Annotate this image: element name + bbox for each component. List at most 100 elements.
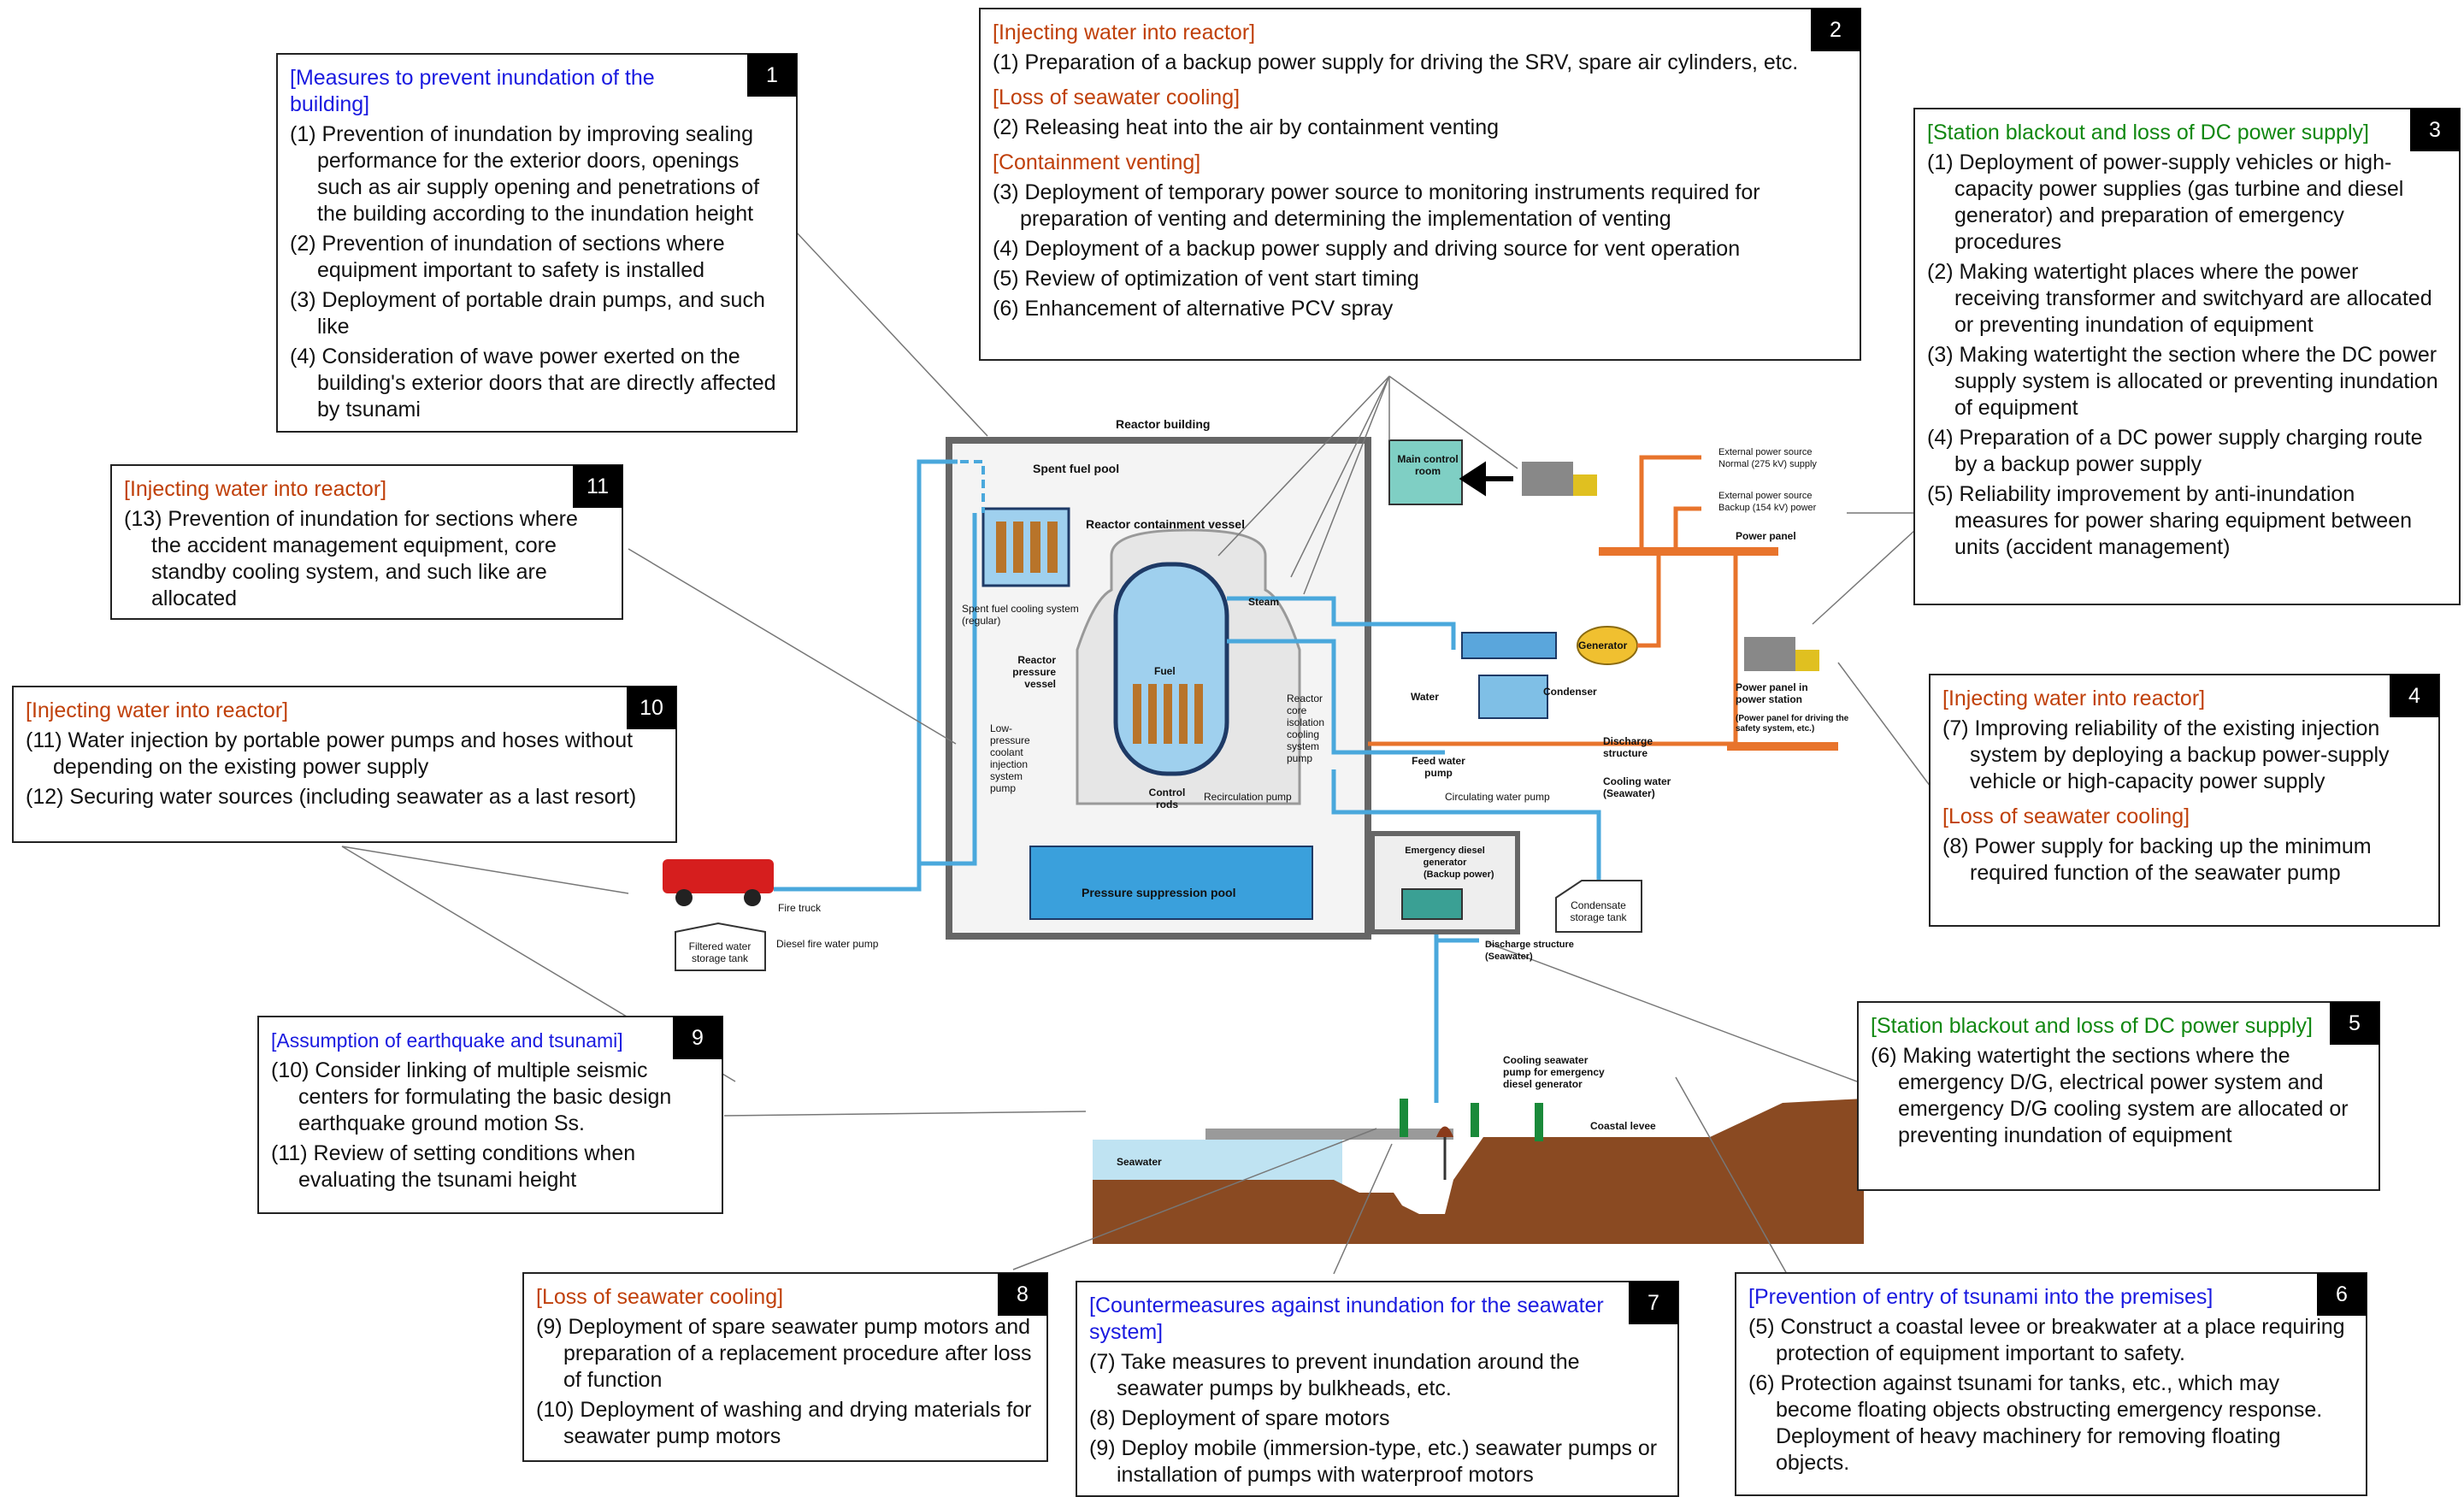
- label-discharge-seawater: Discharge structure (Seawater): [1485, 940, 1574, 962]
- power-panel-bar: [1599, 547, 1778, 556]
- spent-fuel-rod: [1030, 522, 1040, 573]
- section-title: [Containment venting]: [993, 150, 1201, 174]
- list-item: (5) Review of optimization of vent start…: [993, 267, 1419, 291]
- section-title: [Assumption of earthquake and tsunami]: [271, 1029, 623, 1052]
- callout-number: 7: [1629, 1282, 1678, 1324]
- fuel-rod: [1164, 684, 1172, 744]
- pressure-suppression-pool-shape: [1029, 846, 1313, 920]
- list-item: (11) Water injection by portable power p…: [26, 728, 634, 779]
- callout-number: 10: [627, 687, 676, 729]
- callout-box-8: 8 [Loss of seawater cooling] (9) Deploym…: [522, 1272, 1048, 1462]
- spent-fuel-rods: [996, 522, 1058, 573]
- power-line-backup: [1673, 506, 1701, 556]
- power-line-gen: [1637, 556, 1661, 648]
- leader-6: [1675, 1076, 1788, 1275]
- truck-cargo: [1522, 462, 1573, 496]
- section-title: [Loss of seawater cooling]: [536, 1285, 784, 1309]
- main-control-room-shape: [1388, 439, 1463, 505]
- fire-truck-wheel: [675, 889, 693, 906]
- section-title: [Prevention of entry of tsunami into the…: [1748, 1285, 2213, 1309]
- ground: [1093, 1099, 1864, 1244]
- list-item: (9) Deploy mobile (immersion-type, etc.)…: [1089, 1436, 1658, 1487]
- section-title: [Injecting water into reactor]: [1942, 687, 2206, 710]
- label-power-panel: Power panel: [1736, 530, 1796, 542]
- label-feed-water-pump: Feed water pump: [1412, 755, 1465, 779]
- list-item: (6) Enhancement of alternative PCV spray: [993, 297, 1394, 321]
- section-title: [Countermeasures against inundation for …: [1089, 1294, 1604, 1344]
- leader-4: [1837, 662, 1931, 787]
- list-item: (4) Deployment of a backup power supply …: [993, 237, 1741, 261]
- callout-number: 5: [2330, 1002, 2379, 1045]
- list-item: (10) Consider linking of multiple seismi…: [271, 1058, 672, 1135]
- leader-2d: [1388, 375, 1518, 469]
- leader-11: [628, 548, 957, 745]
- callout-box-5: 5 [Station blackout and loss of DC power…: [1857, 1001, 2380, 1191]
- label-steam: Steam: [1248, 596, 1280, 608]
- list-item: (8) Power supply for backing up the mini…: [1942, 834, 2372, 885]
- leader-5: [1487, 942, 1858, 1082]
- label-power-panel-station: Power panel in power station: [1736, 681, 1808, 705]
- list-item: (4) Preparation of a DC power supply cha…: [1927, 426, 2423, 476]
- callout-number: 1: [747, 54, 797, 97]
- callout-box-2: 2 [Injecting water into reactor] (1) Pre…: [979, 8, 1861, 361]
- callout-box-1: 1 [Measures to prevent inundation of the…: [276, 53, 798, 433]
- coastal-levee-wall: [1535, 1103, 1543, 1141]
- leader-2b: [1303, 375, 1390, 595]
- list-item: (3) Deployment of temporary power source…: [993, 180, 1760, 231]
- callout-box-11: 11 [Injecting water into reactor] (13) P…: [110, 464, 623, 620]
- fuel-rod: [1133, 684, 1141, 744]
- label-circulating-pump: Circulating water pump: [1445, 791, 1550, 803]
- label-reactor-building: Reactor building: [1116, 417, 1211, 431]
- spent-fuel-rod: [1013, 522, 1023, 573]
- list-item: (1) Preparation of a backup power supply…: [993, 50, 1799, 74]
- label-fire-truck: Fire truck: [778, 902, 822, 914]
- list-item: (12) Securing water sources (including s…: [26, 785, 637, 809]
- list-item: (2) Making watertight places where the p…: [1927, 260, 2432, 337]
- list-item: (1) Deployment of power-supply vehicles …: [1927, 150, 2404, 254]
- list-item: (5) Construct a coastal levee or breakwa…: [1748, 1315, 2345, 1365]
- pipe-injection: [919, 513, 977, 866]
- condenser-shape: [1478, 675, 1548, 719]
- label-filtered-tank: Filtered water storage tank: [688, 940, 752, 964]
- callout-number: 6: [2317, 1273, 2367, 1316]
- label-main-control-room: Main control room: [1397, 453, 1459, 477]
- label-rcic-pump: Reactor core isolation cooling system pu…: [1287, 693, 1325, 764]
- label-condensate-tank: Condensate storage tank: [1570, 899, 1627, 923]
- pipe-fire-line: [774, 459, 958, 892]
- label-discharge-structure: Discharge structure: [1603, 735, 1653, 759]
- list-item: (11) Review of setting conditions when e…: [271, 1141, 636, 1192]
- condensate-tank-shape: [1555, 880, 1642, 933]
- pipe-steam: [1227, 596, 1456, 650]
- fire-truck-body: [663, 859, 774, 893]
- list-item: (5) Reliability improvement by anti-inun…: [1927, 482, 2413, 559]
- list-item: (2) Releasing heat into the air by conta…: [993, 115, 1500, 139]
- truck-cab: [1573, 474, 1597, 496]
- section-title: [Measures to prevent inundation of the b…: [290, 66, 655, 116]
- list-item: (4) Consideration of wave power exerted …: [290, 345, 776, 421]
- list-item: (7) Improving reliability of the existin…: [1942, 716, 2390, 793]
- pipe-dashed-spare: [919, 460, 985, 513]
- callout-number: 4: [2390, 675, 2439, 717]
- label-spent-fuel-pool: Spent fuel pool: [1033, 462, 1120, 475]
- label-fuel: Fuel: [1154, 665, 1176, 677]
- spent-fuel-rod: [996, 522, 1006, 573]
- list-item: (8) Deployment of spare motors: [1089, 1406, 1390, 1430]
- label-water: Water: [1411, 691, 1439, 703]
- pipe-condensate: [1331, 769, 1601, 898]
- list-item: (7) Take measures to prevent inundation …: [1089, 1350, 1580, 1400]
- power-panel-station-bar: [1727, 742, 1838, 751]
- power-supply-truck-1: [1522, 462, 1597, 496]
- callout-number: 3: [2410, 109, 2460, 151]
- fire-truck-shape: [663, 859, 774, 906]
- callout-number: 8: [998, 1273, 1047, 1316]
- label-seawater: Seawater: [1117, 1156, 1162, 1168]
- leader-8: [1012, 1128, 1377, 1270]
- fuel-rod: [1194, 684, 1203, 744]
- list-item: (1) Prevention of inundation by improvin…: [290, 122, 760, 226]
- label-diesel-fire-pump: Diesel fire water pump: [776, 938, 879, 950]
- callout-box-9: 9 [Assumption of earthquake and tsunami]…: [257, 1016, 723, 1214]
- callout-box-3: 3 [Station blackout and loss of DC power…: [1913, 108, 2461, 605]
- list-item: (10) Deployment of washing and drying ma…: [536, 1398, 1032, 1448]
- seawater-pump-motor: [1436, 1126, 1453, 1137]
- filtered-tank-shape: [675, 922, 766, 971]
